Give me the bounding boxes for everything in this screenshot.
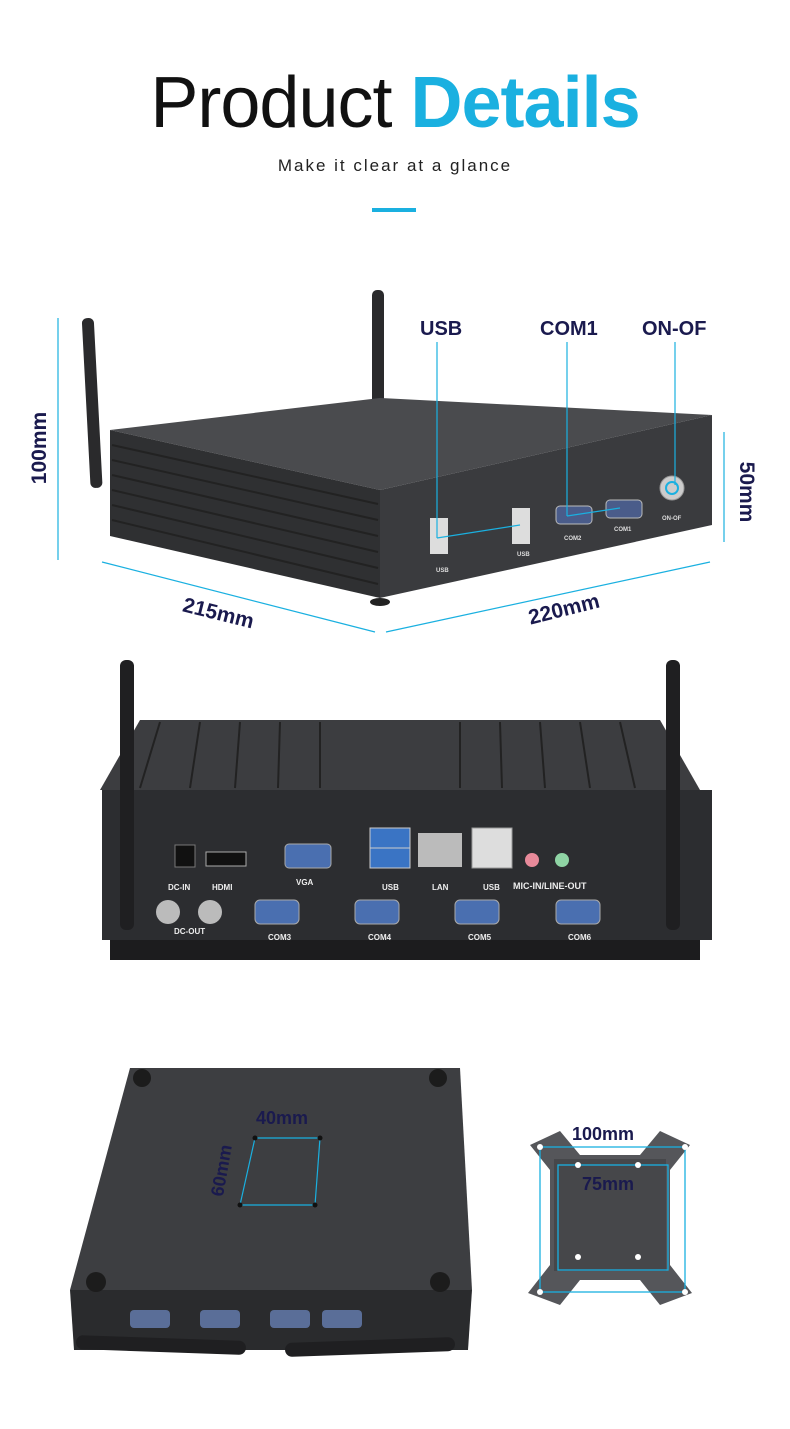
panel-label-on-of: ON-OF: [662, 516, 682, 522]
port-label-usb2: USB: [483, 883, 500, 892]
panel-label-com1: COM1: [614, 527, 632, 533]
accent-divider: [372, 208, 416, 212]
case-top: [110, 398, 712, 490]
port-label-dc-out: DC-OUT: [174, 927, 206, 936]
case-front: [380, 415, 712, 598]
port-label-com6: COM6: [568, 933, 592, 942]
callout-usb: USB: [420, 318, 463, 340]
port-label-vga: VGA: [296, 878, 314, 887]
callout-on-of: ON-OF: [642, 318, 707, 340]
antenna-left: [81, 318, 103, 488]
page-title: Product Details: [0, 62, 790, 144]
title-accent: Details: [410, 63, 641, 143]
vesa-outer-label: 100mm: [572, 1124, 635, 1144]
panel-label-usb: USB: [436, 568, 449, 574]
port-label-com5: COM5: [468, 933, 492, 942]
subtitle: Make it clear at a glance: [277, 156, 513, 175]
dimension-depth: 50mm: [735, 461, 758, 523]
port-label-dc-in: DC-IN: [168, 883, 191, 892]
antenna-right: [372, 290, 384, 410]
port-label-com4: COM4: [368, 933, 392, 942]
callout-com1: COM1: [540, 318, 598, 340]
panel-label-com2: COM2: [564, 536, 582, 542]
vesa-bracket-illustration: [528, 1131, 692, 1305]
title-plain: Product: [150, 63, 392, 143]
mount-width-label: 40mm: [256, 1108, 309, 1128]
case-side: [110, 430, 380, 598]
port-label-usb3: USB: [382, 883, 399, 892]
port-label-hdmi: HDMI: [212, 883, 233, 892]
port-label-lan: LAN: [432, 883, 449, 892]
bottom-view-illustration: [70, 1068, 472, 1357]
vesa-inner-label: 75mm: [582, 1174, 635, 1194]
port-label-mic-line: MIC-IN/LINE-OUT: [513, 881, 587, 891]
dimension-height: 100mm: [28, 411, 51, 485]
rear-view-illustration: [100, 660, 712, 960]
port-label-com3: COM3: [268, 933, 292, 942]
front-view-illustration: [57, 290, 725, 633]
panel-label-usb: USB: [517, 552, 530, 558]
